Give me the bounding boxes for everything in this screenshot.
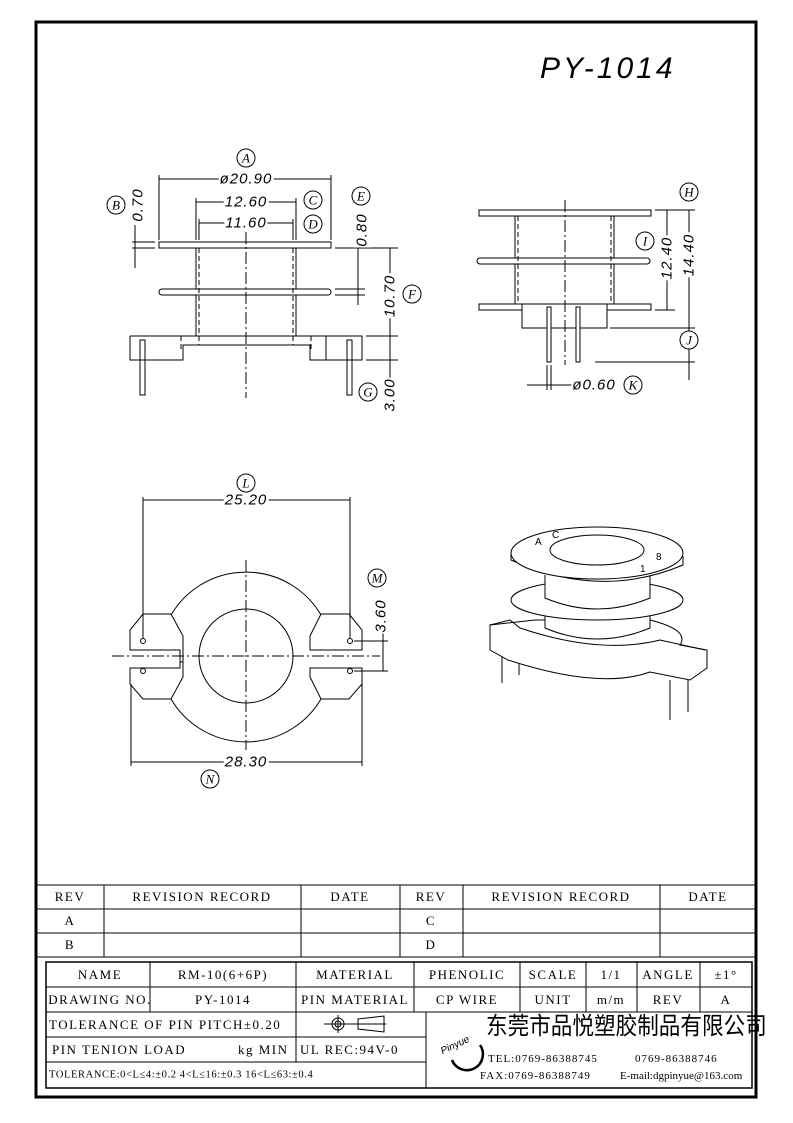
tolerance: TOLERANCE:0<L≤4:±0.2 4<L≤16:±0.3 16<L≤63… [49,1069,314,1081]
dim-k: ø0.60 [571,376,617,394]
revision-table-lines [36,884,756,958]
dim-f: 10.70 [381,273,399,319]
label-j: J [679,330,699,350]
revision-record-header: REVISION RECORD [132,889,272,904]
tel: TEL:0769-86388745 [488,1053,598,1065]
dim-i: 12.40 [658,235,676,281]
pin-material-value: CP WIRE [435,992,499,1007]
pin-tension-label: PIN TENION LOAD [52,1042,187,1057]
rev-cell: B [64,937,76,952]
pin-pitch-tolerance: TOLERANCE OF PIN PITCH±0.20 [49,1017,282,1032]
angle-value: ±1° [714,967,738,982]
rev-cell: A [64,913,76,928]
dim-n: 28.30 [223,753,269,771]
drawing-title: PY-1014 [540,52,676,85]
dim-l: 25.20 [223,491,269,509]
isometric-view: A C 8 1 [489,526,708,720]
label-k: K [623,375,643,395]
rev-header: REV [54,889,86,904]
rev-cell: D [425,937,437,952]
date-header: DATE [330,889,370,904]
title-block-lines [45,961,753,1089]
company-name: 东莞市品悦塑胶制品有限公司 [486,1012,767,1040]
label-n: N [200,769,220,789]
dim-e: 0.80 [353,212,371,248]
label-b: B [106,195,126,215]
pin-material-label: PIN MATERIAL [301,992,409,1007]
label-i: I [635,231,655,251]
rev-value: A [720,992,732,1007]
dim-c: 12.60 [223,193,269,211]
label-a: A [236,148,256,168]
pin-mark: A [535,537,542,548]
sheet-border [34,20,758,1099]
fax: FAX:0769-86388749 [480,1070,591,1082]
dim-a: ø20.90 [218,170,274,188]
unit-label: UNIT [534,992,572,1007]
label-l: L [236,473,256,493]
pin-tension-unit: kg MIN [238,1042,289,1057]
scale-value: 1/1 [600,967,622,982]
dim-d: 11.60 [224,214,268,232]
label-d: D [303,214,323,234]
dim-b: 0.70 [129,187,147,223]
rev-cell: C [425,913,437,928]
email: E-mail:dgpinyue@163.com [620,1070,743,1082]
tel2: 0769-86388746 [635,1053,718,1065]
revision-record-header: REVISION RECORD [491,889,631,904]
dim-g: 3.00 [381,377,399,413]
pin-mark: 8 [656,552,662,563]
label-e: E [351,186,371,206]
date-header: DATE [688,889,728,904]
ul-rec: UL REC:94V-0 [300,1042,400,1057]
side-view [476,200,695,390]
pin-mark: C [552,530,559,541]
dim-m: 3.60 [372,598,390,634]
label-m: M [367,568,387,588]
pinyue-logo-icon [450,1044,485,1072]
bottom-view [112,497,388,766]
name-value: RM-10(6+6P) [177,967,269,982]
dim-h: 14.40 [680,232,698,278]
angle-label: ANGLE [642,967,694,982]
drawing-no-value: PY-1014 [194,992,252,1007]
name-label: NAME [77,967,123,982]
pin-mark: 1 [640,564,646,575]
projection-symbol-icon [324,1015,386,1033]
unit-value: m/m [596,992,626,1007]
front-view [129,175,398,398]
rev-label: REV [652,992,684,1007]
scale-label: SCALE [528,967,578,982]
material-value: PHENOLIC [428,967,506,982]
label-f: F [402,284,422,304]
label-g: G [358,382,378,402]
rev-header: REV [415,889,447,904]
label-c: C [303,190,323,210]
drawing-no-label: DRAWING NO. [48,992,152,1007]
material-label: MATERIAL [316,967,394,982]
label-h: H [679,182,699,202]
